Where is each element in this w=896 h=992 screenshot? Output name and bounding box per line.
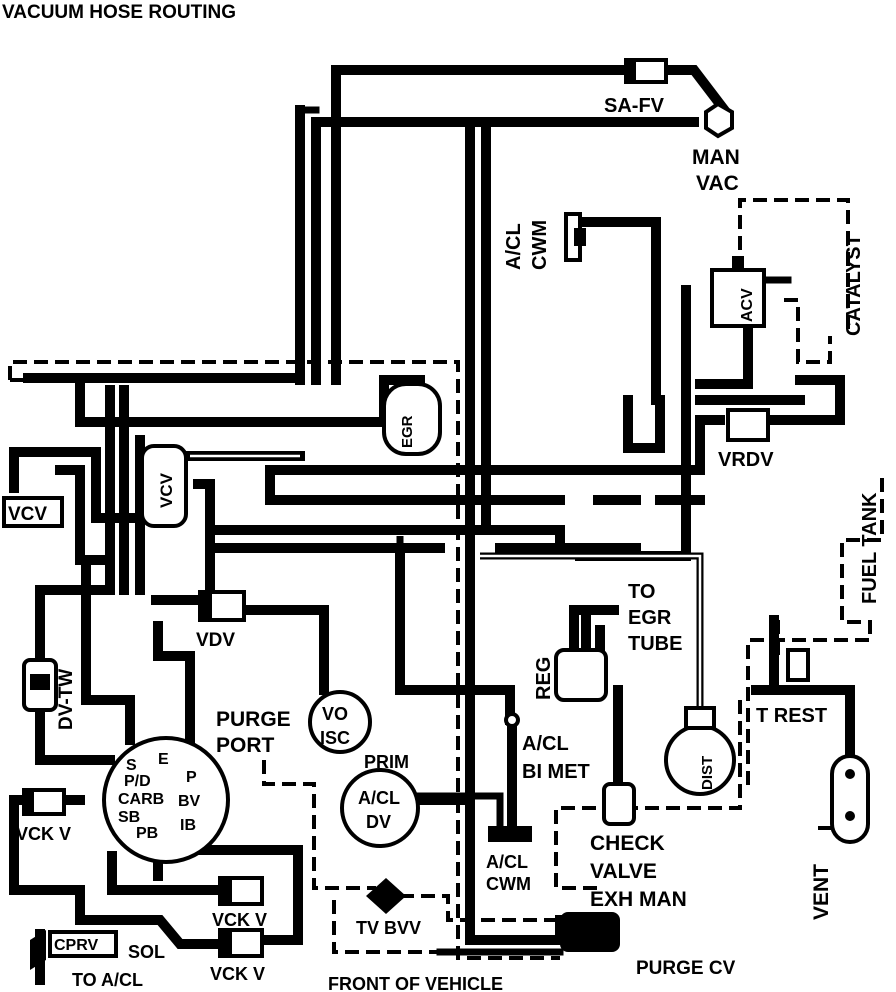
label-vck-v1: VCK V: [16, 824, 71, 844]
label-vcv-valve: VCV: [157, 472, 176, 508]
label-carb-sb: SB: [118, 809, 140, 826]
label-purge-cv: PURGE CV: [636, 958, 736, 979]
label-port: PORT: [216, 734, 275, 757]
label-isc: ISC: [320, 728, 350, 748]
label-acl-top: A/CL: [503, 223, 525, 270]
label-front-of-vehicle: FRONT OF VEHICLE: [328, 974, 503, 992]
label-valve: VALVE: [590, 860, 657, 883]
label-sa-fv: SA-FV: [604, 95, 665, 117]
label-carb-bv: BV: [178, 793, 201, 810]
label-bi-met: BI MET: [522, 761, 590, 783]
label-carb-pd: P/D: [124, 773, 151, 790]
label-acl-bot: A/CL: [486, 852, 528, 872]
label-cwm-bot: CWM: [486, 874, 531, 894]
label-carb-e: E: [158, 751, 169, 768]
label-dist: DIST: [699, 756, 716, 790]
label-to: TO: [628, 581, 655, 603]
label-prim: PRIM: [364, 752, 409, 772]
label-egr: EGR: [399, 415, 416, 448]
label-tube: TUBE: [628, 633, 682, 655]
label-check: CHECK: [590, 832, 665, 855]
label-catalyst: CATALYST: [843, 234, 865, 336]
label-man: MAN: [692, 146, 740, 169]
label-cwm-top: CWM: [529, 220, 551, 270]
dashed-lines: [8, 198, 884, 960]
label-fuel-tank: FUEL TANK: [859, 492, 881, 604]
label-cprv: CPRV: [54, 937, 98, 954]
label-carb-p: P: [186, 769, 197, 786]
label-reg: REG: [533, 657, 555, 700]
label-purge: PURGE: [216, 708, 291, 731]
label-sol: SOL: [128, 942, 165, 962]
label-vdv: VDV: [196, 630, 235, 651]
label-carb-ib: IB: [180, 817, 196, 834]
label-exh-man: EXH MAN: [590, 888, 687, 911]
label-vent: VENT: [810, 864, 833, 920]
label-vrdv: VRDV: [718, 449, 774, 471]
label-tv-bvv: TV BVV: [356, 918, 421, 938]
label-vac: VAC: [696, 172, 739, 195]
label-dv: DV: [366, 812, 391, 832]
label-to-acl: TO A/CL: [72, 970, 143, 990]
double-hoses: [190, 452, 704, 720]
components: [2, 58, 870, 970]
diagram-title: VACUUM HOSE ROUTING: [2, 2, 236, 23]
label-vo: VO: [322, 704, 348, 724]
label-vck-v2: VCK V: [212, 910, 267, 930]
label-vcv-box: VCV: [8, 504, 47, 525]
label-acl-dv: A/CL: [358, 788, 400, 808]
label-acv: ACV: [739, 288, 756, 322]
label-t-rest: T REST: [756, 705, 827, 727]
diagram-labels: VACUUM HOSE ROUTING SA-FV MAN VAC A/CL C…: [2, 2, 881, 992]
label-carb-carb: CARB: [118, 791, 164, 808]
label-egr2: EGR: [628, 607, 672, 629]
label-acl-bimet: A/CL: [522, 733, 569, 755]
label-carb-pb: PB: [136, 825, 158, 842]
label-carb-s: S: [126, 757, 137, 774]
label-vck-v3: VCK V: [210, 964, 265, 984]
label-dv-tw: DV-TW: [56, 669, 77, 730]
